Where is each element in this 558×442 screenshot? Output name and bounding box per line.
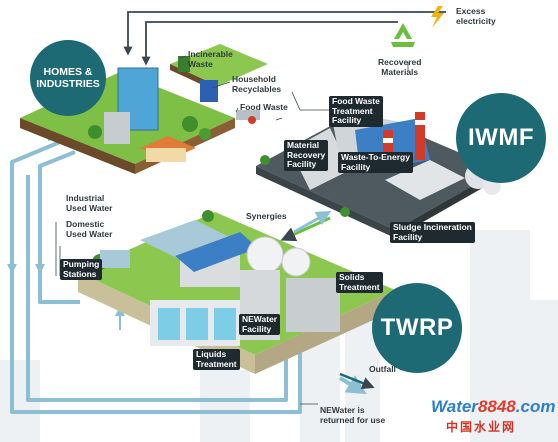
newater-returned-label: NEWater is returned for use [320, 405, 386, 425]
brand-number: 8848 [477, 397, 516, 416]
food-waste-label: Food Waste [240, 102, 288, 112]
industrial-used-water-label: Industrial Used Water [66, 193, 113, 213]
brand-logo: Water8848.com [431, 397, 555, 417]
waste-bins-block [170, 44, 268, 124]
newater-facility-label: NEWater Facility [239, 314, 281, 335]
sludge-incineration-label: Sludge Incineration Facility [390, 222, 475, 243]
outfall-arrow [339, 372, 375, 390]
waste-to-energy-label: Waste-To-Energy Facility [338, 152, 413, 173]
outfall-label: Outfall [369, 364, 396, 374]
liquids-treatment-label: Liquids Treatment [193, 349, 240, 370]
water-pipes [10, 140, 367, 414]
pumping-stations-label: Pumping Stations [60, 259, 103, 280]
synergies-arrow [280, 211, 332, 242]
household-recyclables-label: Household Recyclables [232, 74, 282, 94]
food-waste-treatment-label: Food Waste Treatment Facility [329, 96, 383, 127]
incinerable-waste-label: Incinerable Waste [188, 49, 233, 69]
excess-electricity-label: Excess electricity [456, 6, 496, 26]
twrp-block [78, 210, 395, 374]
recycle-icon [391, 23, 415, 47]
brand-water: Water [431, 397, 478, 416]
twrp-node: TWRP [372, 283, 462, 373]
material-recovery-label: Material Recovery Facility [284, 140, 329, 171]
lightning-icon [431, 6, 444, 28]
solids-treatment-label: Solids Treatment [336, 272, 383, 293]
domestic-used-water-label: Domestic Used Water [66, 219, 113, 239]
return-flow-lines [123, 11, 446, 66]
recovered-materials-label: Recovered Materials [378, 57, 422, 77]
brand-chinese-name: 中国水业网 [446, 420, 517, 434]
synergies-label: Synergies [246, 211, 287, 221]
iwmf-node: IWMF [456, 93, 546, 183]
brand-dotcom: .com [515, 397, 556, 416]
leader-lines [55, 55, 409, 405]
homes-industries-node: HOMES & INDUSTRIES [30, 40, 106, 116]
